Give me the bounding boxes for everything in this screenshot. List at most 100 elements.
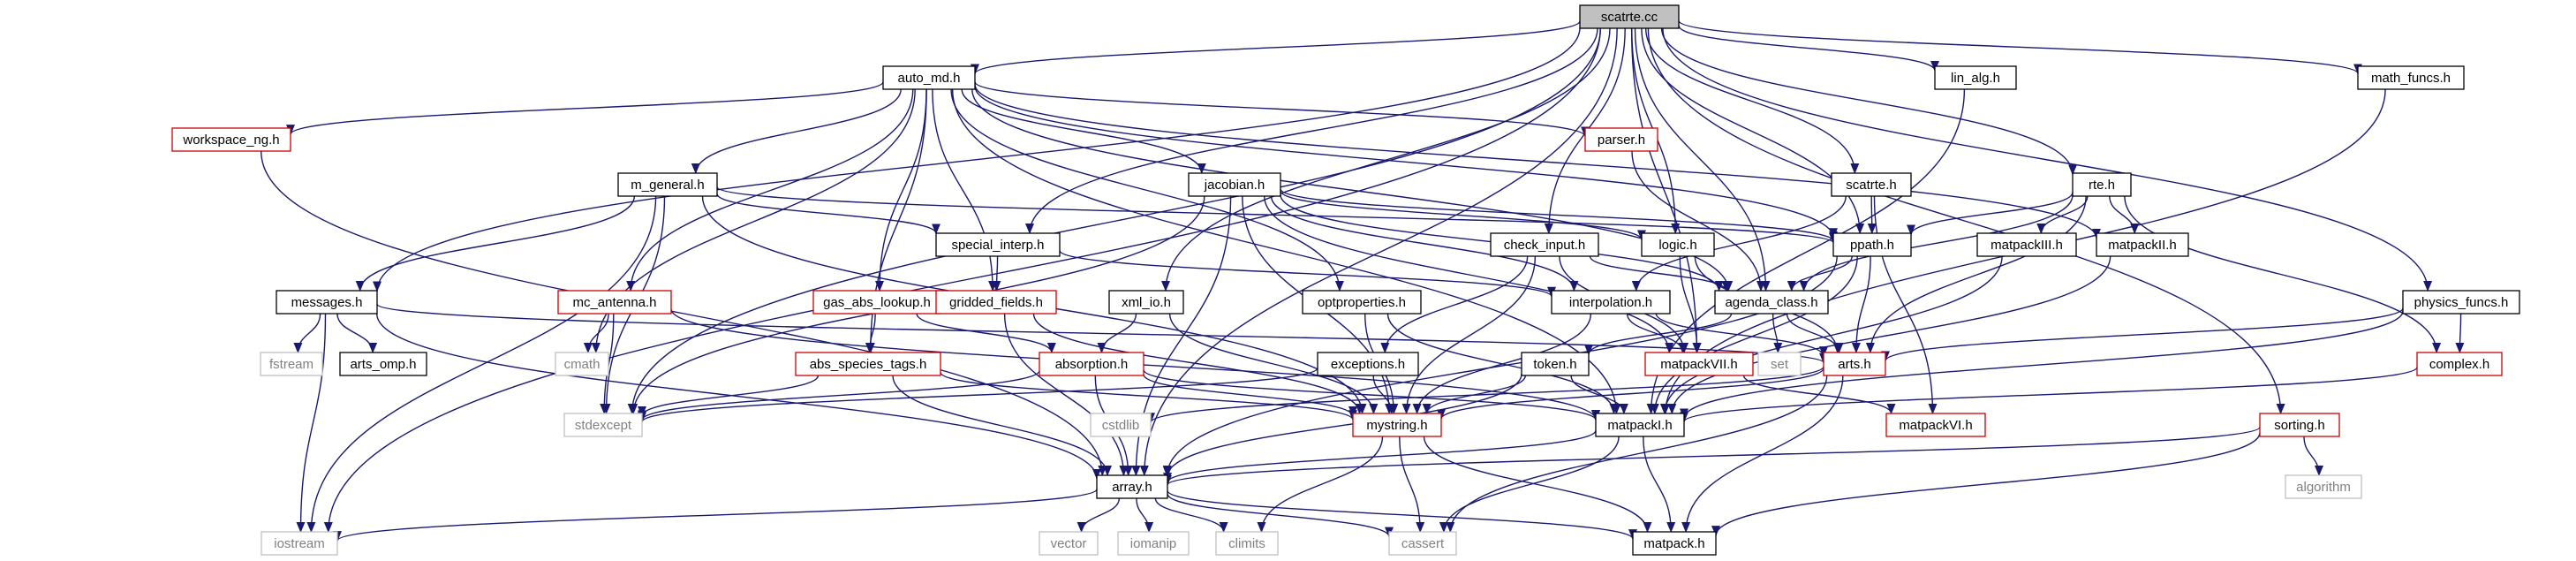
edge-absorption-h-to-matpackI-h <box>1143 368 1600 421</box>
edge-abs-species-tags-h-to-array-h <box>892 375 1112 476</box>
node-label: matpackII.h <box>2108 238 2177 253</box>
node-label: mystring.h <box>1366 418 1427 433</box>
node-logic-h[interactable]: logic.h <box>1641 232 1715 257</box>
node-check-input-h[interactable]: check_input.h <box>1490 232 1599 257</box>
node-box <box>1632 531 1717 556</box>
edge-arts-h-to-cassert <box>1446 375 1828 533</box>
node-arts-omp-h[interactable]: arts_omp.h <box>339 352 427 376</box>
node-abs-species-tags-h[interactable]: abs_species_tags.h <box>795 352 941 376</box>
node-box <box>1714 290 1829 315</box>
node-token-h[interactable]: token.h <box>1521 352 1590 376</box>
edge-ppath-h-to-matpackI-h <box>1650 255 1858 414</box>
node-array-h[interactable]: array.h <box>1096 474 1168 499</box>
edge-check-input-h-to-agenda-class-h <box>1589 255 1731 292</box>
node-m-general-h[interactable]: m_general.h <box>617 172 718 197</box>
node-sorting-h[interactable]: sorting.h <box>2259 413 2340 437</box>
edge-messages-h-to-iostream <box>296 313 327 533</box>
node-box <box>2285 474 2362 499</box>
node-xml-io-h[interactable]: xml_io.h <box>1108 290 1184 315</box>
node-messages-h[interactable]: messages.h <box>276 290 378 315</box>
edge-m-general-h-to-special-interp-h <box>716 193 941 235</box>
node-label: absorption.h <box>1055 357 1129 372</box>
edge-array-h-to-cassert <box>1167 493 1394 538</box>
edge-messages-h-to-arts-h <box>376 303 1828 364</box>
node-box <box>1096 474 1168 499</box>
node-box <box>1823 352 1886 376</box>
node-box <box>260 352 323 376</box>
edge-arts-h-to-mystring-h <box>1437 368 1824 421</box>
edge-absorption-h-to-mystring-h <box>1143 374 1357 417</box>
node-matpackVI-h[interactable]: matpackVI.h <box>1885 413 1986 437</box>
node-arts-h[interactable]: arts.h <box>1823 352 1886 376</box>
node-mystring-h[interactable]: mystring.h <box>1352 413 1442 437</box>
node-box <box>1388 531 1457 556</box>
edge-mystring-h-to-cassert <box>1399 436 1425 533</box>
edge-exceptions-h-to-stdexcept <box>638 367 1318 423</box>
edge-arts-h-to-matpack-h <box>1681 375 1844 533</box>
node-box <box>1039 352 1144 376</box>
node-interpolation-h[interactable]: interpolation.h <box>1551 290 1671 315</box>
edge-sorting-h-to-matpack-h <box>1711 432 2261 537</box>
node-label: cmath <box>564 357 601 372</box>
node-optproperties-h[interactable]: optproperties.h <box>1302 290 1422 315</box>
edge-physics-funcs-h-to-matpackI-h <box>1680 310 2404 420</box>
node-box <box>812 290 941 315</box>
node-label: math_funcs.h <box>2371 71 2451 86</box>
node-matpack-h[interactable]: matpack.h <box>1632 531 1717 556</box>
edge-xml-io-h-to-mystring-h <box>1168 313 1379 414</box>
edge-m-general-h-to-ppath-h <box>716 186 1838 244</box>
node-mc-antenna-h[interactable]: mc_antenna.h <box>557 290 672 315</box>
node-math-funcs-h[interactable]: math_funcs.h <box>2357 65 2465 90</box>
node-label: gas_abs_lookup.h <box>823 295 931 310</box>
node-complex-h[interactable]: complex.h <box>2416 352 2503 376</box>
node-agenda-class-h[interactable]: agenda_class.h <box>1714 290 1829 315</box>
node-scatrte-cc[interactable]: scatrte.cc <box>1579 4 1680 29</box>
node-label: sorting.h <box>2274 418 2325 433</box>
node-jacobian-h[interactable]: jacobian.h <box>1188 172 1281 197</box>
node-scatrte-h[interactable]: scatrte.h <box>1831 172 1912 197</box>
edge-matpackIII-h-to-matpackI-h <box>1659 255 2003 414</box>
node-label: xml_io.h <box>1122 295 1171 310</box>
node-ppath-h[interactable]: ppath.h <box>1832 232 1912 257</box>
node-label: array.h <box>1112 480 1152 495</box>
node-gridded-fields-h[interactable]: gridded_fields.h <box>935 290 1057 315</box>
edge-interpolation-h-to-mystring-h <box>1412 313 1592 414</box>
node-special-interp-h[interactable]: special_interp.h <box>935 232 1061 257</box>
node-label: messages.h <box>291 295 363 310</box>
edge-mc-antenna-h-to-cmath <box>583 313 609 353</box>
node-matpackII-h[interactable]: matpackII.h <box>2096 232 2189 257</box>
node-label: matpackVII.h <box>1660 357 1738 372</box>
node-parser-h[interactable]: parser.h <box>1584 127 1658 152</box>
node-label: optproperties.h <box>1318 295 1406 310</box>
node-exceptions-h[interactable]: exceptions.h <box>1317 352 1419 376</box>
node-algorithm: algorithm <box>2285 474 2362 499</box>
node-label: fstream <box>269 357 314 372</box>
node-matpackI-h[interactable]: matpackI.h <box>1595 413 1685 437</box>
node-physics-funcs-h[interactable]: physics_funcs.h <box>2402 290 2520 315</box>
node-box <box>1551 290 1671 315</box>
node-matpackIII-h[interactable]: matpackIII.h <box>1976 232 2077 257</box>
node-absorption-h[interactable]: absorption.h <box>1039 352 1144 376</box>
node-box <box>1490 232 1599 257</box>
node-matpackVII-h[interactable]: matpackVII.h <box>1644 352 1754 376</box>
node-workspace-ng-h[interactable]: workspace_ng.h <box>171 127 291 152</box>
node-label: physics_funcs.h <box>2414 295 2509 310</box>
node-lin-alg-h[interactable]: lin_alg.h <box>1934 65 2017 90</box>
node-box <box>935 232 1061 257</box>
node-vector: vector <box>1039 531 1099 556</box>
node-box <box>617 172 718 197</box>
node-rte-h[interactable]: rte.h <box>2072 172 2132 197</box>
edge-rte-h-to-agenda-class-h <box>1799 194 2074 292</box>
node-box <box>1976 232 2077 257</box>
node-iomanip: iomanip <box>1117 531 1190 556</box>
node-auto-md-h[interactable]: auto_md.h <box>882 65 976 90</box>
edge-logic-h-to-matpackVII-h <box>1679 255 1702 353</box>
edge-scatrte-cc-to-xml-io-h <box>1161 27 1611 292</box>
edge-messages-h-to-array-h <box>376 313 1101 480</box>
edge-matpackVII-h-to-matpackVI-h <box>1742 375 1896 414</box>
node-gas-abs-lookup-h[interactable]: gas_abs_lookup.h <box>812 290 941 315</box>
edge-scatrte-h-to-interpolation-h <box>1631 195 1847 292</box>
node-box <box>261 531 338 556</box>
edge-scatrte-cc-to-special-interp-h <box>1025 27 1598 234</box>
node-cmath: cmath <box>555 352 609 376</box>
